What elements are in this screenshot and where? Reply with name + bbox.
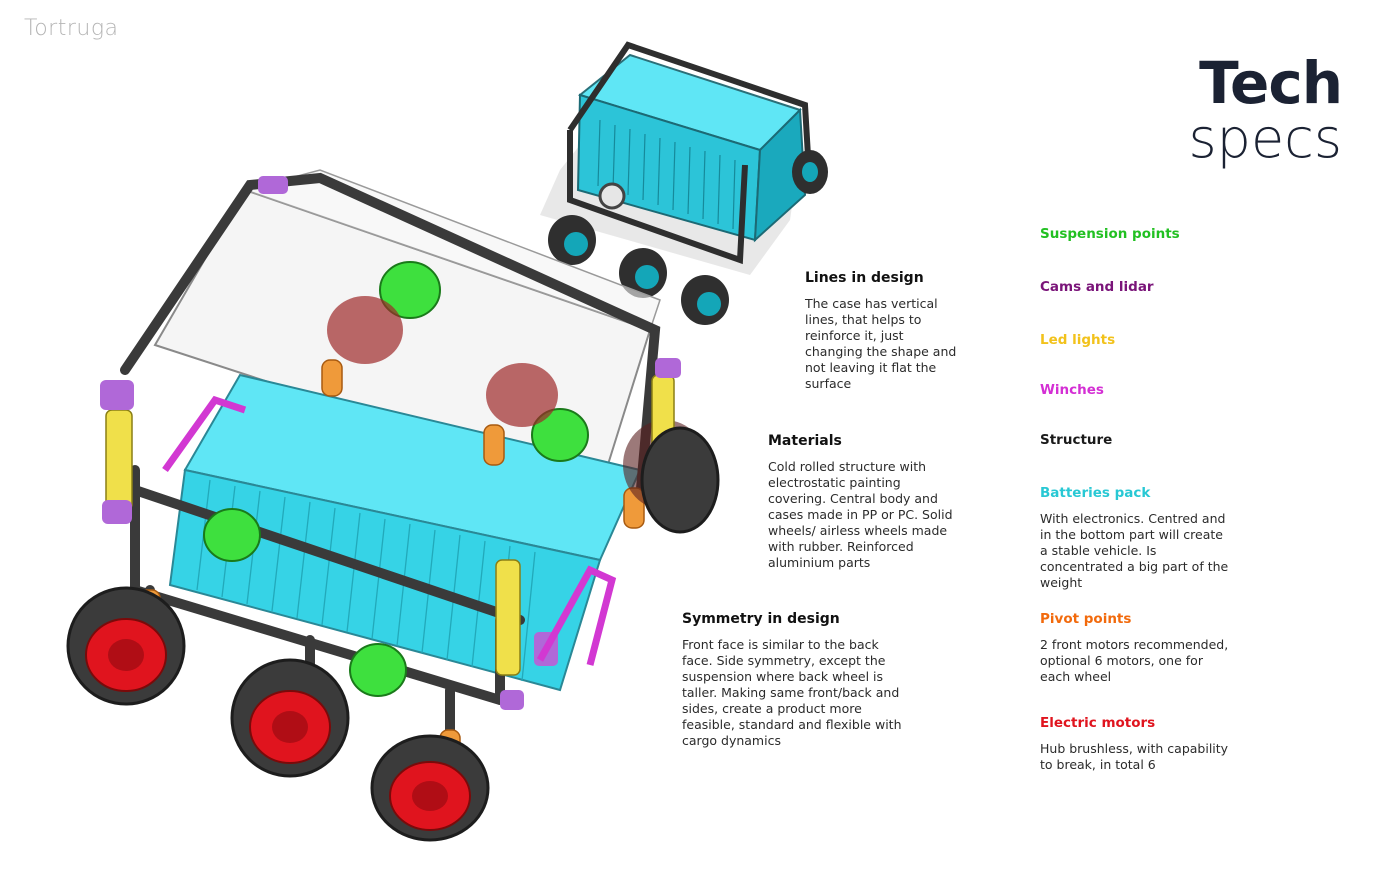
spec-batteries-pack: Batteries pack With electronics. Centred… xyxy=(1040,485,1230,591)
brand-logo: Tortruga xyxy=(24,16,119,41)
spec-cams-lidar: Cams and lidar xyxy=(1040,279,1154,295)
note-lines-in-design: Lines in design The case has vertical li… xyxy=(805,270,965,392)
spec-structure: Structure xyxy=(1040,432,1112,448)
note-body: Cold rolled structure with electrostatic… xyxy=(768,459,953,570)
spec-label: Suspension points xyxy=(1040,226,1180,242)
note-materials: Materials Cold rolled structure with ele… xyxy=(768,433,958,571)
note-heading: Symmetry in design xyxy=(682,611,840,627)
title-line-1: Tech xyxy=(1199,49,1343,117)
spec-label: Structure xyxy=(1040,432,1113,448)
spec-label: Batteries pack xyxy=(1040,485,1151,501)
small-robot-wheels xyxy=(548,150,828,325)
page-title: Tech specs xyxy=(1188,49,1343,170)
note-heading: Materials xyxy=(768,433,842,449)
note-body: Front face is similar to the back face. … xyxy=(682,637,902,748)
spec-body: 2 front motors recommended, optional 6 m… xyxy=(1040,637,1229,684)
cams-lidar xyxy=(100,176,681,710)
spec-label: Winches xyxy=(1040,382,1104,398)
spec-body: With electronics. Centred and in the bot… xyxy=(1040,511,1229,590)
title-line-2: specs xyxy=(1188,107,1342,170)
large-robot-render xyxy=(66,169,720,842)
spec-winches: Winches xyxy=(1040,382,1104,398)
spec-electric-motors: Electric motors Hub brushless, with capa… xyxy=(1040,715,1240,773)
spec-label: Electric motors xyxy=(1040,715,1156,731)
spec-label: Pivot points xyxy=(1040,611,1132,627)
note-heading: Lines in design xyxy=(805,270,924,286)
wheels-electric-motors xyxy=(66,426,720,842)
spec-pivot-points: Pivot points 2 front motors recommended,… xyxy=(1040,611,1230,685)
note-body: The case has vertical lines, that helps … xyxy=(805,296,957,391)
spec-suspension-points: Suspension points xyxy=(1040,226,1180,242)
spec-label: Led lights xyxy=(1040,332,1116,348)
spec-label: Cams and lidar xyxy=(1040,279,1154,295)
small-robot-render xyxy=(540,41,828,325)
spec-body: Hub brushless, with capability to break,… xyxy=(1040,741,1229,772)
winches xyxy=(162,395,617,666)
note-symmetry-in-design: Symmetry in design Front face is similar… xyxy=(682,611,907,749)
suspension-points xyxy=(203,261,589,697)
spec-led-lights: Led lights xyxy=(1040,332,1115,348)
